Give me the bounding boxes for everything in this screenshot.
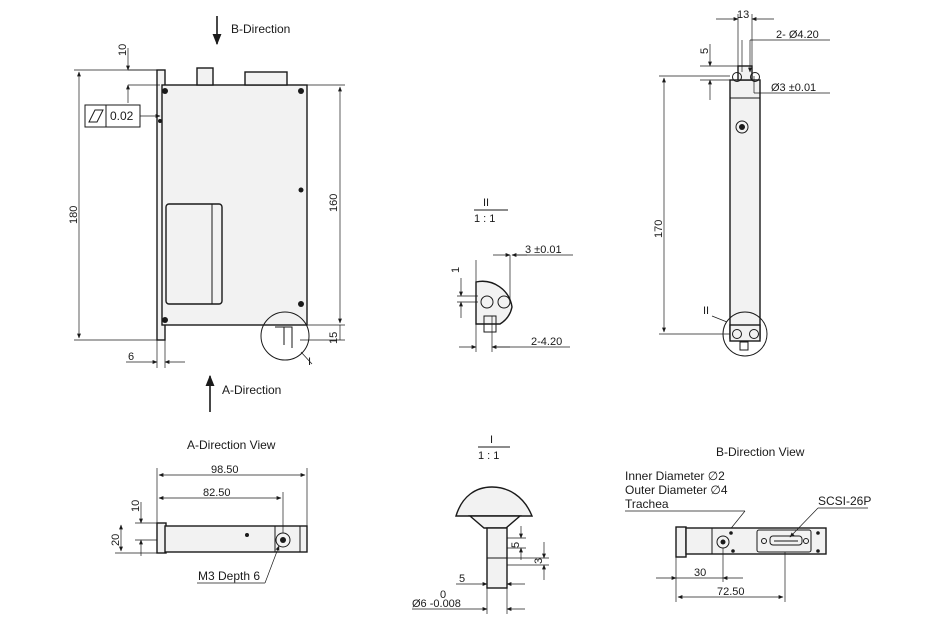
a-view-title: A-Direction View bbox=[187, 438, 276, 452]
detail-ii-circle bbox=[722, 311, 768, 357]
dim-5: 5 bbox=[699, 48, 711, 54]
dim-pin-side: Ø3 ±0.01 bbox=[771, 82, 816, 94]
detail-i-title: I bbox=[490, 434, 493, 446]
b-view-plate bbox=[675, 526, 687, 558]
b-view-title: B-Direction View bbox=[716, 445, 805, 459]
dim-holes: 2-4.20 bbox=[531, 336, 562, 348]
flatness-icon bbox=[88, 109, 104, 123]
side-view: 13 2- Ø4.20 5 Ø3 ±0.01 170 II bbox=[653, 9, 830, 357]
thread-note: M3 Depth 6 bbox=[198, 569, 260, 583]
detail-i-mark: I bbox=[308, 356, 311, 368]
dim-72-50: 72.50 bbox=[717, 586, 745, 598]
detail-i-collar bbox=[468, 515, 522, 529]
detail-ii-body bbox=[475, 280, 513, 325]
shaft-diameter: Ø6 -0.008 bbox=[412, 598, 461, 610]
dim-5-i-a: 5 bbox=[510, 542, 522, 548]
scsi-connector bbox=[756, 529, 812, 553]
detail-ii-hole bbox=[497, 295, 511, 309]
dim-3-tol: 3 ±0.01 bbox=[525, 244, 562, 256]
trachea-note: Trachea bbox=[625, 497, 669, 511]
display-window bbox=[165, 203, 223, 305]
front-view: B-Direction 0.02 10 180 bbox=[68, 16, 345, 412]
detail-i-scale: 1 : 1 bbox=[478, 450, 499, 462]
screw bbox=[298, 88, 304, 94]
detail-ii-title: II bbox=[483, 197, 489, 209]
dim-98-50: 98.50 bbox=[211, 464, 239, 476]
inner-diameter-note: Inner Diameter ∅2 bbox=[625, 469, 725, 483]
a-direction-label: A-Direction bbox=[222, 383, 281, 397]
connector-label: SCSI-26P bbox=[818, 494, 871, 508]
side-port bbox=[735, 120, 749, 134]
dim-20: 20 bbox=[110, 534, 122, 546]
dim-30: 30 bbox=[694, 567, 706, 579]
scsi-connector-top bbox=[244, 71, 288, 86]
detail-ii-hole bbox=[480, 295, 494, 309]
outer-diameter-note: Outer Diameter ∅4 bbox=[625, 483, 728, 497]
shaft-tol-upper: 0 bbox=[440, 589, 446, 601]
screw bbox=[158, 119, 162, 123]
screw bbox=[162, 88, 168, 94]
detail-i-circle bbox=[260, 311, 310, 361]
screw bbox=[298, 301, 304, 307]
b-direction-label: B-Direction bbox=[231, 22, 290, 36]
dim-180: 180 bbox=[68, 206, 80, 224]
dim-6: 6 bbox=[128, 351, 134, 363]
side-bottom-block bbox=[729, 324, 761, 342]
b-direction-view: B-Direction View Inner Diameter ∅2 Outer… bbox=[625, 445, 871, 602]
detail-ii: II 1 : 1 3 ±0.01 1 2-4.20 bbox=[450, 197, 573, 352]
detail-i-shape bbox=[275, 326, 293, 348]
dim-10: 10 bbox=[117, 44, 129, 56]
dim-13: 13 bbox=[737, 9, 749, 21]
connector-knob bbox=[196, 67, 214, 86]
detail-ii-pin bbox=[483, 315, 497, 333]
b-view-body bbox=[685, 527, 827, 555]
dim-15: 15 bbox=[328, 332, 340, 344]
dim-82-50: 82.50 bbox=[203, 487, 231, 499]
flatness-value: 0.02 bbox=[110, 109, 134, 123]
dim-160: 160 bbox=[328, 194, 340, 212]
dim-170: 170 bbox=[653, 220, 665, 238]
detail-i: I 1 : 1 5 3 5 0 Ø6 -0.008 bbox=[412, 434, 549, 614]
dim-10-a: 10 bbox=[130, 500, 142, 512]
dim-1: 1 bbox=[450, 267, 462, 273]
side-body bbox=[729, 79, 761, 339]
dim-3-i: 3 bbox=[533, 558, 545, 564]
a-direction-view: A-Direction View 98.50 82.50 10 20 M3 De… bbox=[110, 438, 308, 584]
detail-ii-mark: II bbox=[703, 305, 709, 317]
dim-5-i-b: 5 bbox=[459, 573, 465, 585]
screw bbox=[162, 317, 168, 323]
dim-holes-side: 2- Ø4.20 bbox=[776, 29, 819, 41]
detail-ii-scale: 1 : 1 bbox=[474, 213, 495, 225]
screw bbox=[298, 187, 304, 193]
detail-i-head bbox=[455, 486, 534, 517]
